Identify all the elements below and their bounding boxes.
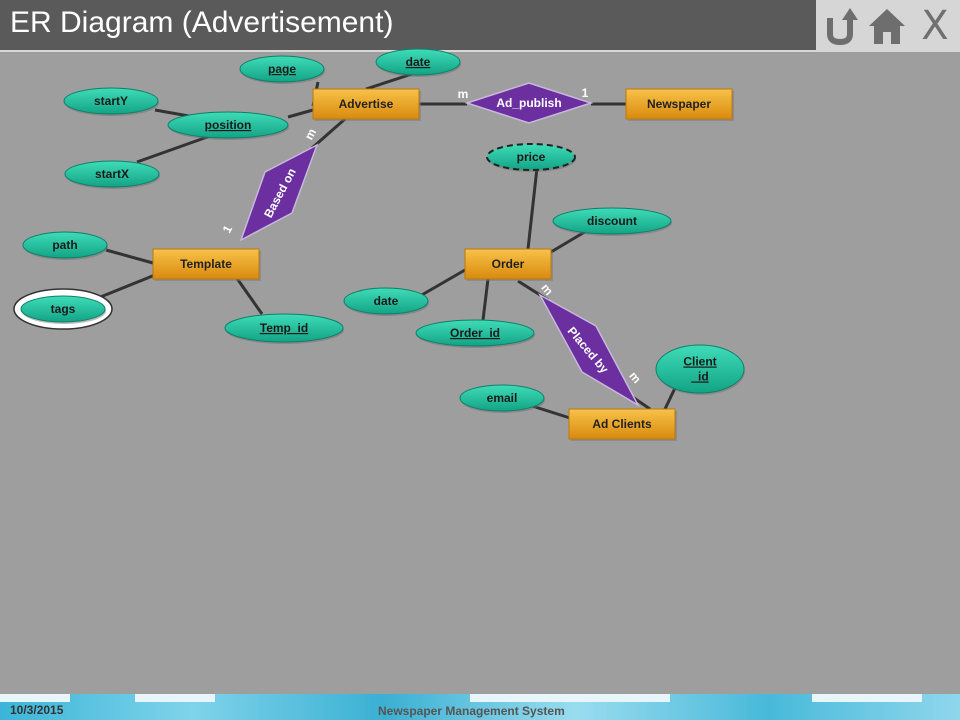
connector-line [528,403,571,420]
entity-label: Template [180,257,232,271]
cardinality-label: m [302,126,319,142]
entity-ad-clients: Ad Clients [568,408,677,441]
footer-date: 10/3/2015 [10,703,64,717]
connector-line [526,167,539,250]
attribute-label: date [406,55,431,69]
connector-line [136,134,211,164]
connector-line [234,276,264,315]
close-icon: X [921,3,949,49]
attribute-path: path [22,231,108,260]
relationship-shape [239,143,319,242]
attribute-order-id: Order_id [415,319,535,348]
attribute-label: _id [690,370,708,384]
attribute-label: discount [587,214,637,228]
attribute-ellipse [343,287,429,315]
relationship-ad-publish: Ad_publish [464,82,594,124]
entity-advertise: Advertise [312,88,421,121]
home-button[interactable] [866,4,908,48]
cardinality-label: m [626,369,644,386]
attribute-date-order: date [343,287,429,316]
attribute-discount: discount [552,207,672,236]
cardinality-label: 1 [220,223,236,236]
close-button[interactable]: X [914,4,956,48]
attribute-email: email [459,384,545,413]
relationship-shape [538,293,640,407]
entity-newspaper: Newspaper [625,88,734,121]
attribute-label: startX [95,167,129,181]
entity-box [625,88,733,120]
attribute-ellipse [552,207,672,235]
connector-line [287,108,314,119]
attribute-ellipse [63,87,159,115]
entity-order: Order [464,248,553,281]
connector-line [311,117,346,150]
entity-label: Ad Clients [592,417,652,431]
attribute-ellipse [375,48,461,76]
connector-line [105,248,154,265]
connector-line [365,72,413,91]
footer: 10/3/2015 Newspaper Management System [0,694,960,720]
entity-label: Order [492,257,525,271]
attribute-ellipse [486,143,576,171]
attribute-startY: startY [63,87,159,116]
attribute-ellipse [167,111,289,139]
attribute-ellipse [655,344,745,394]
attribute-label: Temp_id [260,321,308,335]
title-bar: ER Diagram (Advertisement) [0,0,816,52]
cardinality-label: m [458,87,469,101]
page-title: ER Diagram (Advertisement) [10,6,394,39]
attribute-temp-id: Temp_id [224,313,344,344]
relationship-label: Ad_publish [496,96,561,110]
entity-box [568,408,676,440]
attribute-label: path [52,238,77,252]
entity-label: Advertise [339,97,394,111]
entity-box [152,248,260,280]
attribute-label: Client [683,355,716,369]
attribute-label: email [487,391,518,405]
attribute-tags: tags [13,288,113,330]
attribute-price: price [486,143,576,172]
attribute-label: tags [51,302,76,316]
home-icon [869,9,905,44]
attribute-ellipse [239,55,325,83]
connector-line [481,278,490,321]
entity-box [464,248,552,280]
cardinality-label: 1 [582,86,589,100]
undo-arrow-icon [827,8,858,46]
attribute-ellipse [224,313,344,343]
back-button[interactable] [820,4,862,48]
entity-label: Newspaper [647,97,711,111]
connector-line [663,385,678,410]
attribute-position: position [167,111,289,140]
attribute-ellipse [20,295,106,323]
attribute-label: startY [94,94,128,108]
attribute-label: date [374,294,399,308]
attribute-label: Order_id [450,326,500,340]
attribute-ellipse [459,384,545,412]
attribute-label: position [205,118,252,132]
relationship-placed-by: Placed by [538,293,640,407]
attribute-label: price [517,150,546,164]
entity-box [312,88,420,120]
attribute-client-id: Client_id [655,344,745,395]
attribute-ellipse [22,231,108,259]
attribute-date-ad: date [375,48,461,77]
footer-title: Newspaper Management System [378,704,565,718]
attribute-ellipse [415,319,535,347]
connector-line [419,268,466,298]
attribute-label: page [268,62,296,76]
relationship-based-on: Based on [239,143,319,242]
attribute-ellipse [64,160,160,188]
relationship-shape [464,82,594,124]
attribute-startX: startX [64,160,160,189]
connector-line [550,228,589,254]
entity-template: Template [152,248,261,281]
attribute-page: page [239,55,325,84]
connector-line [97,273,156,300]
nav-controls: X [816,0,960,52]
